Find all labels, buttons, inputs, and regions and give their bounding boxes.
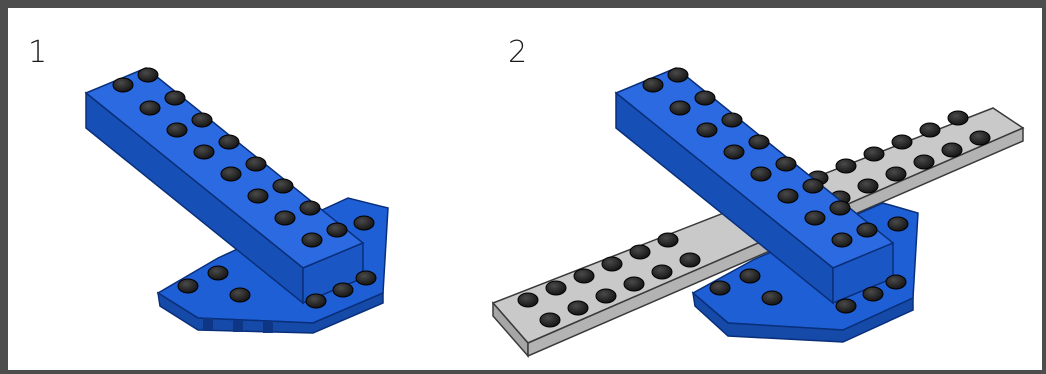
instruction-panel: 1 2 (8, 8, 1042, 370)
step-1-illustration (68, 48, 408, 348)
step-2-illustration (488, 48, 1028, 368)
step-number-1: 1 (28, 38, 47, 68)
